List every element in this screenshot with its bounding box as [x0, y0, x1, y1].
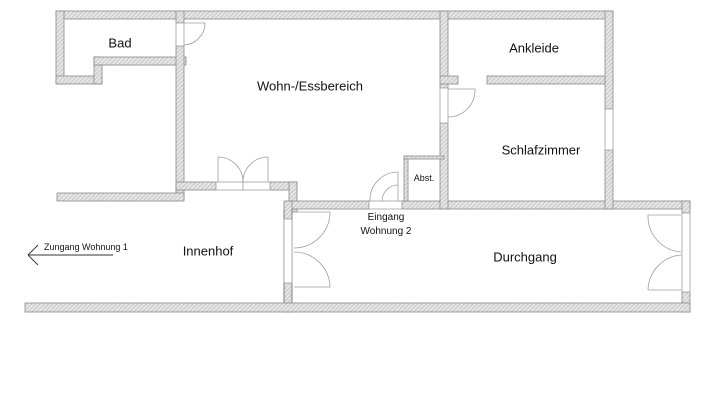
wall-ankleide-bottom	[486, 75, 614, 85]
wall-divider-top	[283, 200, 293, 220]
door-schlaf-frame	[439, 87, 449, 124]
room-label-wohn: Wohn-/Essbereich	[257, 78, 363, 94]
wall-top	[55, 10, 614, 20]
wall-durchgang-right-top	[681, 200, 691, 214]
door-bad-swing	[183, 22, 206, 46]
access-label: Zungang Wohnung 1	[44, 242, 128, 252]
wall-bad-left	[55, 10, 65, 85]
door-entrance-inner	[381, 184, 399, 202]
room-label-abst: Abst.	[413, 173, 435, 183]
door-entrance-swing	[369, 171, 399, 202]
wall-wohn-bottom-left	[175, 181, 217, 191]
door-entrance-frame	[368, 200, 403, 210]
door-wohn-right-frame	[242, 181, 271, 191]
arrow-left-icon	[27, 244, 113, 266]
wall-durchgang-top-left	[288, 200, 370, 210]
wall-step-down	[288, 181, 298, 213]
room-label-bad: Bad	[108, 35, 132, 51]
door-durchgang-left-frame	[283, 218, 293, 284]
door-durchgang-left-bottom	[293, 251, 331, 288]
window-schlaf	[604, 108, 614, 151]
wall-bad-right-top	[175, 10, 185, 24]
wall-bottom	[24, 302, 691, 313]
wall-ankleide-stub	[439, 75, 459, 85]
door-wohn-left-frame	[215, 181, 244, 191]
wall-abst-left	[403, 155, 409, 202]
door-durchgang-right-frame	[681, 212, 691, 293]
door-wohn-right-swing	[242, 156, 269, 183]
door-bad-frame	[175, 22, 185, 47]
wall-left-long	[175, 45, 185, 199]
room-label-schlaf: Schlafzimmer	[501, 142, 581, 158]
door-durchgang-left-top	[293, 211, 331, 249]
room-label-innenhof: Innenhof	[182, 243, 234, 259]
doors	[175, 22, 691, 293]
walls	[24, 10, 691, 313]
wall-wohn-right-bottom	[439, 122, 449, 210]
wall-right-top	[604, 10, 614, 110]
wall-left-bottom	[56, 192, 185, 202]
door-schlaf-swing	[447, 88, 476, 118]
entrance-label-line2: Wohnung 2	[360, 226, 412, 237]
wall-abst-top	[403, 155, 445, 160]
entrance-label: Eingang Wohnung 2	[361, 211, 412, 239]
door-durchgang-right-top	[647, 214, 682, 253]
door-wohn-left-swing	[217, 156, 244, 183]
entrance-label-line1: Eingang	[367, 212, 405, 223]
wall-bad-bottom	[93, 56, 187, 66]
wall-right-bottom	[604, 149, 614, 210]
door-durchgang-right-bottom	[647, 254, 682, 291]
room-label-durchgang: Durchgang	[493, 249, 557, 265]
room-label-ankleide: Ankleide	[509, 40, 559, 56]
